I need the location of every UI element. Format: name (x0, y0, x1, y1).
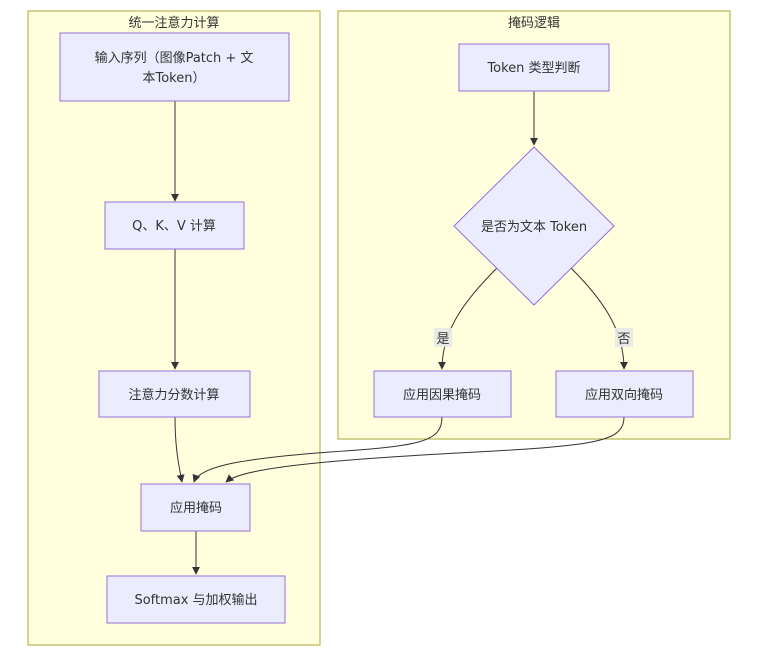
edge-bidir-to-apply-mask (225, 416, 625, 483)
edge-label-no: 否 (615, 328, 633, 347)
edge-label-no-bg (615, 328, 633, 347)
node-softmax-label: Softmax 与加权输出 (134, 592, 257, 608)
node-token-type[interactable]: Token 类型判断 (458, 43, 610, 92)
node-bidirectional-mask-label: 应用双向掩码 (585, 387, 663, 403)
node-is-text-diamond[interactable] (453, 146, 615, 306)
edge-label-yes-text: 是 (436, 332, 449, 347)
edge-label-no-text: 否 (617, 332, 630, 347)
node-attention-scores[interactable]: 注意力分数计算 (98, 370, 251, 418)
node-causal-mask[interactable]: 应用因果掩码 (373, 370, 512, 418)
node-token-type-box[interactable] (458, 43, 610, 92)
node-attention-scores-box[interactable] (98, 370, 251, 418)
node-softmax[interactable]: Softmax 与加权输出 (106, 575, 286, 624)
edge-scores-to-apply-mask (174, 416, 185, 483)
node-causal-mask-label: 应用因果掩码 (403, 387, 481, 403)
cluster-unified-attention-title: 统一注意力计算 (128, 15, 219, 31)
node-qkv-label: Q、K、V 计算 (132, 219, 216, 234)
node-bidirectional-mask[interactable]: 应用双向掩码 (555, 370, 694, 418)
node-input-sequence-line1: 输入序列（图像Patch + 文 (95, 50, 254, 66)
edge-label-yes-bg (434, 328, 452, 347)
cluster-unified-attention: 统一注意力计算 (27, 10, 321, 646)
cluster-unified-attention-box (27, 10, 321, 646)
edge-decision-no (570, 267, 628, 370)
edge-label-yes: 是 (434, 328, 452, 347)
node-causal-mask-box[interactable] (373, 370, 512, 418)
edge-decision-yes (438, 267, 498, 370)
node-input-sequence-line2: 本Token） (143, 71, 206, 86)
node-input-sequence[interactable]: 输入序列（图像Patch + 文 本Token） (59, 32, 290, 102)
cluster-mask-logic-title: 掩码逻辑 (508, 16, 560, 31)
node-apply-mask-box[interactable] (140, 483, 251, 532)
node-bidirectional-mask-box[interactable] (555, 370, 694, 418)
node-apply-mask[interactable]: 应用掩码 (140, 483, 251, 532)
node-input-sequence-box[interactable] (59, 32, 290, 102)
node-apply-mask-label: 应用掩码 (170, 500, 222, 516)
node-qkv[interactable]: Q、K、V 计算 (104, 201, 245, 250)
node-is-text-label: 是否为文本 Token (481, 220, 587, 235)
node-is-text-decision[interactable]: 是否为文本 Token (453, 146, 615, 306)
node-token-type-label: Token 类型判断 (486, 61, 580, 76)
edge-causal-to-apply-mask (192, 416, 443, 483)
edges (171, 91, 628, 575)
node-qkv-box[interactable] (104, 201, 245, 250)
node-softmax-box[interactable] (106, 575, 286, 624)
node-attention-scores-label: 注意力分数计算 (128, 387, 219, 403)
